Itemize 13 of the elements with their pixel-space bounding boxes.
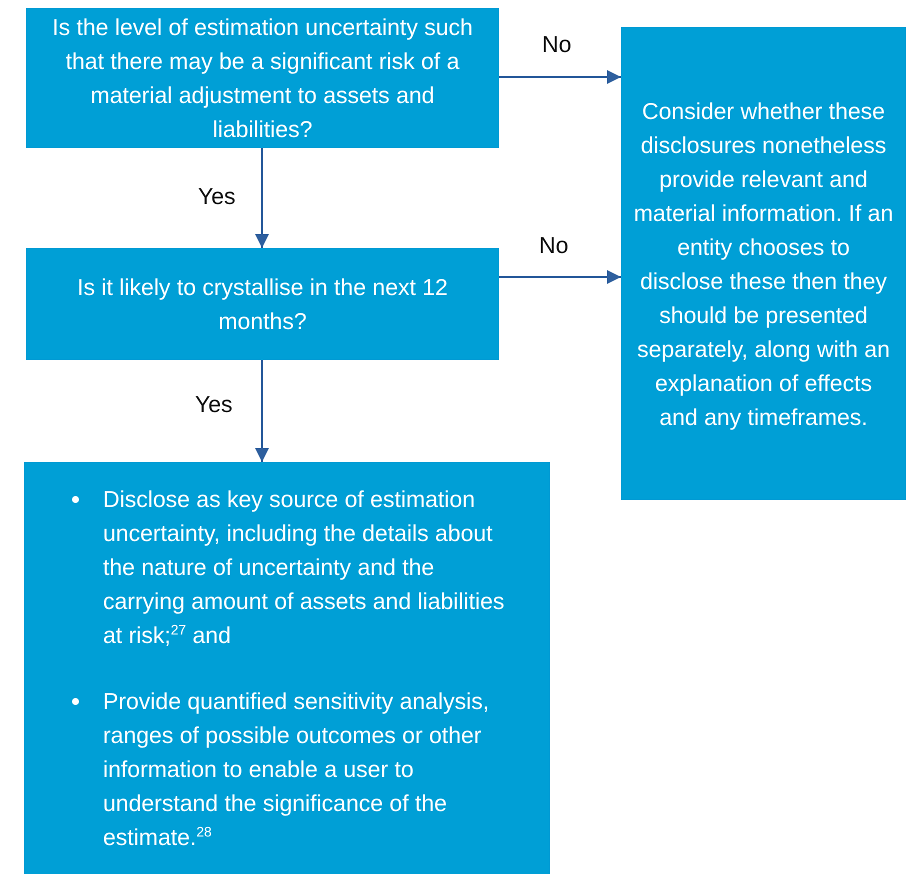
question-box bbox=[26, 248, 499, 360]
arrow bbox=[499, 270, 621, 284]
arrow bbox=[499, 70, 621, 84]
bullet-list-box bbox=[24, 462, 550, 874]
question-text: Is it likely to crystallise in the next 12 months? bbox=[76, 273, 449, 336]
bullet-text: Provide quantified sensitivity analysis, ranges of possible outcomes or other information to enable a user to understand the significance of the estimate.$^{28}$ bbox=[103, 687, 490, 852]
note-box bbox=[621, 27, 906, 500]
bullet-text: Disclose as key source of estimation uncertainty, including the details about the nature of uncertainty and the carrying amount of assets and liabilities at risk;$^{27}$ and bbox=[103, 485, 506, 650]
arrow bbox=[255, 148, 269, 248]
question-text: Is the level of estimation uncertainty such that there may be a significant risk of a material adjustment to assets and liabilities? bbox=[51, 13, 474, 144]
note-text: Consider whether these disclosures nonetheless provide relevant and material information. If an entity chooses to disclose these then they should be presented separately, along with an explanation of effects and any timeframes. bbox=[633, 96, 894, 432]
arrow bbox=[255, 360, 269, 462]
question-box bbox=[26, 8, 499, 148]
